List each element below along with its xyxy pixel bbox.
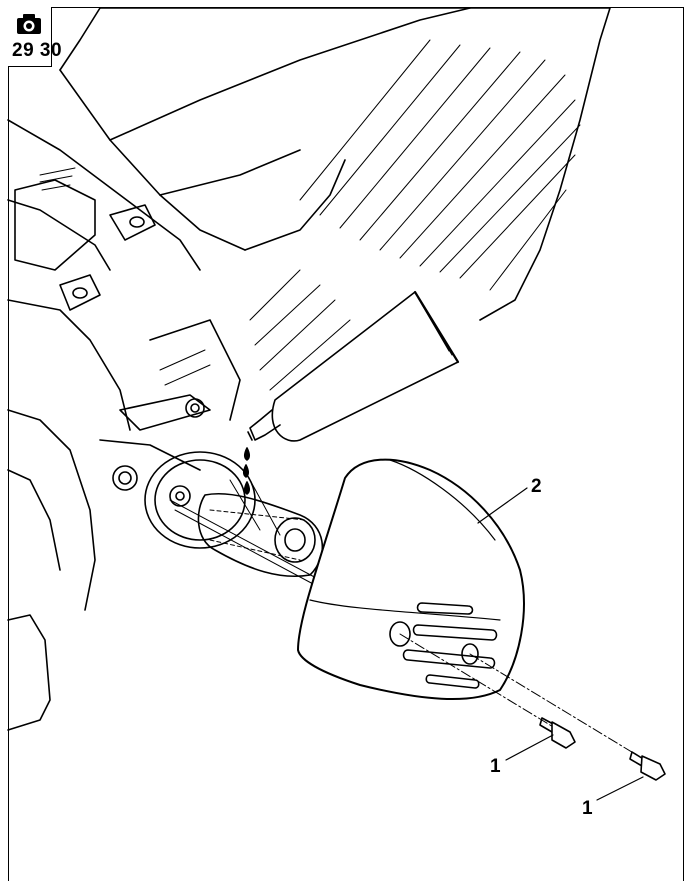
callout-bolt-lower: 1 — [582, 798, 593, 819]
sealant-tube — [242, 290, 460, 495]
linkage — [99, 319, 241, 491]
leader-line-2 — [477, 487, 528, 524]
leader-line-1a — [505, 734, 554, 761]
badge-code: 29 30 — [12, 40, 63, 61]
bolts — [399, 633, 666, 781]
callout-cover: 2 — [531, 476, 542, 497]
motorcycle-body — [59, 7, 611, 391]
sprocket-cover — [297, 458, 525, 701]
sprocket-chain — [144, 451, 324, 586]
reference-badge: 29 30 — [8, 7, 62, 67]
leader-line-1b — [596, 776, 644, 801]
frame-left — [7, 119, 201, 731]
camera-icon — [17, 14, 41, 34]
callout-bolt-upper: 1 — [490, 756, 501, 777]
